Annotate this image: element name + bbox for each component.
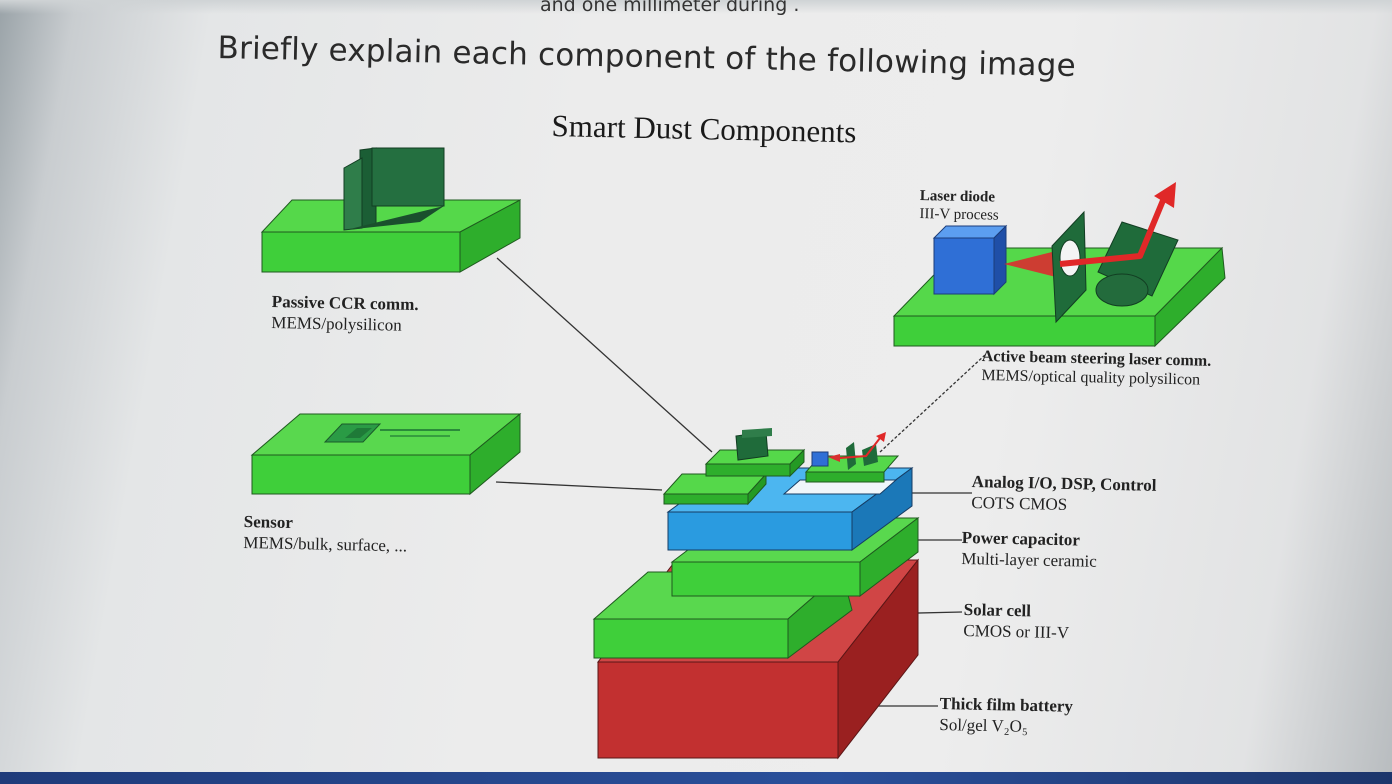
monitor-bottom-edge — [0, 772, 1392, 784]
label-power-capacitor: Power capacitor Multi-layer ceramic — [961, 528, 1097, 571]
label-sensor: Sensor MEMS/bulk, surface, ... — [243, 512, 408, 556]
label-beam-steering: Active beam steering laser comm. MEMS/op… — [981, 348, 1212, 389]
sensor-module — [250, 412, 522, 496]
cut-off-text: and one millimeter during . — [540, 0, 800, 16]
smart-dust-stack — [592, 428, 920, 760]
leader-line-ccr — [496, 257, 713, 453]
monitor-top-edge — [0, 0, 1392, 14]
label-laser-diode: Laser diode III-V process — [919, 188, 999, 224]
beam-steering-module — [892, 182, 1226, 348]
label-passive-ccr: Passive CCR comm. MEMS/polysilicon — [271, 292, 419, 335]
label-analog-io: Analog I/O, DSP, Control COTS CMOS — [971, 472, 1157, 514]
leader-line-sensor — [495, 481, 663, 491]
leader-line-beam-steering — [879, 354, 986, 453]
label-solar-cell: Solar cell CMOS or III-V — [963, 600, 1070, 643]
label-battery: Thick film battery Sol/gel V₂O₅ — [939, 694, 1074, 736]
passive-ccr-module — [260, 147, 522, 273]
